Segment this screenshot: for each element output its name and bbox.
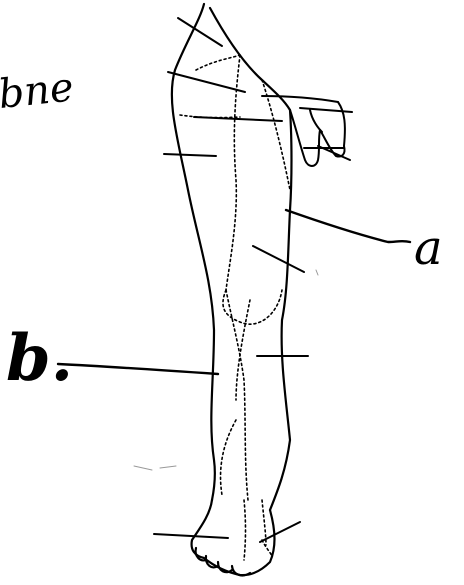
hand-outline (262, 96, 345, 166)
leg-outline (172, 4, 292, 575)
leader-lines (154, 18, 352, 542)
leader-line-b (58, 364, 218, 374)
label-a: a (414, 220, 443, 276)
region-dotted-lines (180, 55, 290, 560)
label-b: b. (6, 321, 73, 396)
corner-word: bne (0, 64, 76, 118)
leader-line-a (286, 210, 410, 242)
